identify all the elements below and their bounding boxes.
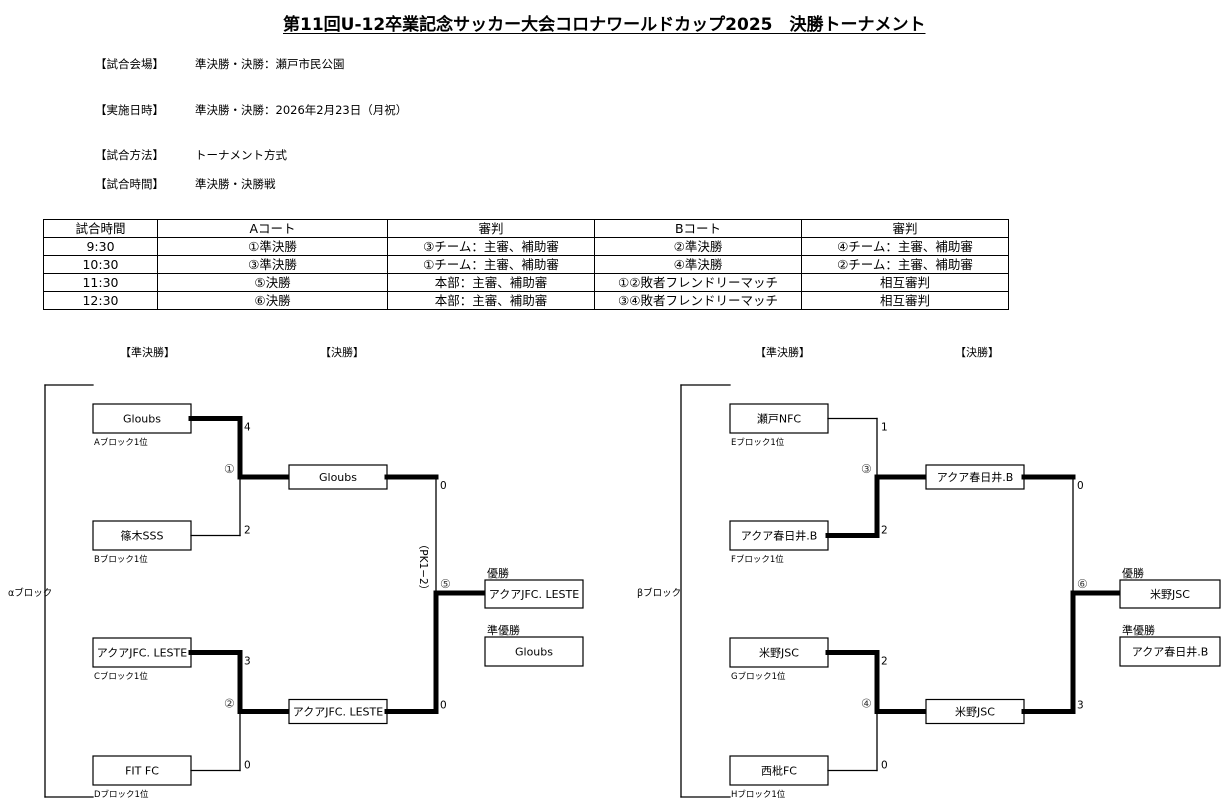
team-name-box xyxy=(92,637,192,668)
team-name: アクア春日井.B xyxy=(741,529,818,543)
cell-referee-a: 本部：主審、補助審 xyxy=(387,291,595,310)
team-seed: Hブロック1位 xyxy=(731,789,786,800)
cell-referee-b: 相互審判 xyxy=(801,291,1009,310)
info-label: 【試合会場】 xyxy=(95,57,164,71)
cell-a-court: ①準決勝 xyxy=(157,237,388,256)
runner-up-name-box xyxy=(484,636,584,667)
runner-up-name: アクア春日井.B xyxy=(1132,645,1209,659)
match-number: ③ xyxy=(861,462,872,476)
finalist-name: アクアJFC. LESTE xyxy=(293,706,383,719)
semifinal-heading: 【準決勝】 xyxy=(120,345,175,359)
team-seed: Dブロック1位 xyxy=(94,789,149,800)
cell-time: 10:30 xyxy=(43,255,158,274)
finalist-score: 0 xyxy=(440,700,447,712)
info-date: 【実施日時】 準決勝・決勝：2026年2月23日（月祝） xyxy=(95,102,407,118)
match-number: ⑥ xyxy=(1077,577,1088,591)
team-name-box xyxy=(729,755,829,786)
finalist-name: アクア春日井.B xyxy=(937,470,1014,484)
info-label: 【試合時間】 xyxy=(95,177,164,191)
cell-a-court: ③準決勝 xyxy=(157,255,388,274)
runner-up-label: 準優勝 xyxy=(487,623,520,637)
block-label: αブロック xyxy=(8,587,52,599)
team-score: 2 xyxy=(244,525,251,537)
team-seed: Fブロック1位 xyxy=(731,554,784,565)
info-method: 【試合方法】 トーナメント方式 xyxy=(95,147,287,163)
finalist-score: 0 xyxy=(440,480,447,492)
cell-referee-b: ②チーム：主審、補助審 xyxy=(801,255,1009,274)
team-name: 瀬戸NFC xyxy=(757,412,802,426)
finalist-score: 0 xyxy=(1077,480,1084,492)
team-seed: Aブロック1位 xyxy=(94,437,148,448)
finalist-score: 3 xyxy=(1077,700,1084,712)
final-heading: 【決勝】 xyxy=(320,345,364,359)
champion-name: アクアJFC. LESTE xyxy=(489,588,579,601)
cell-a-court: ⑥決勝 xyxy=(157,291,388,310)
info-value: 準決勝・決勝：2026年2月23日（月祝） xyxy=(195,103,408,117)
finalist-name: Gloubs xyxy=(319,471,357,484)
runner-up-label: 準優勝 xyxy=(1122,623,1155,637)
info-value: 準決勝・決勝戦 xyxy=(195,177,276,191)
cell-b-court: ②準決勝 xyxy=(594,237,802,256)
cell-referee-a: ③チーム：主審、補助審 xyxy=(387,237,595,256)
team-score: 2 xyxy=(881,656,888,668)
info-venue: 【試合会場】 準決勝・決勝：瀬戸市民公園 xyxy=(95,56,345,72)
team-score: 4 xyxy=(244,422,251,434)
team-score: 0 xyxy=(881,760,888,772)
schedule-header-row: 試合時間 Aコート 審判 Bコート 審判 xyxy=(43,219,1009,238)
champion-label: 優勝 xyxy=(487,566,509,580)
info-value: トーナメント方式 xyxy=(195,148,287,162)
team-seed: Cブロック1位 xyxy=(94,671,148,682)
info-label: 【実施日時】 xyxy=(95,103,164,117)
team-name: 西枇FC xyxy=(761,764,797,778)
header-b-court: Bコート xyxy=(594,219,802,238)
team-name-box xyxy=(729,520,829,551)
info-label: 【試合方法】 xyxy=(95,148,164,162)
cell-referee-b: ④チーム：主審、補助審 xyxy=(801,237,1009,256)
page-title: 第11回U-12卒業記念サッカー大会コロナワールドカップ2025 決勝トーナメン… xyxy=(283,15,926,35)
match-number: ② xyxy=(224,697,235,711)
final-heading: 【決勝】 xyxy=(955,345,999,359)
team-score: 0 xyxy=(244,760,251,772)
champion-name-box xyxy=(1119,579,1221,609)
info-time: 【試合時間】 準決勝・決勝戦 xyxy=(95,176,276,192)
match-number: ④ xyxy=(861,697,872,711)
team-name: Gloubs xyxy=(123,413,161,426)
runner-up-name-box xyxy=(1119,636,1221,667)
team-name: 篠木SSS xyxy=(121,529,164,543)
cell-b-court: ③④敗者フレンドリーマッチ xyxy=(594,291,802,310)
team-name-box xyxy=(92,403,192,434)
team-name-box xyxy=(92,520,192,551)
team-name: アクアJFC. LESTE xyxy=(97,647,187,660)
cell-time: 12:30 xyxy=(43,291,158,310)
runner-up-name: Gloubs xyxy=(515,646,553,659)
team-seed: Bブロック1位 xyxy=(94,554,148,565)
match-number: ⑤ xyxy=(440,577,451,591)
team-seed: Eブロック1位 xyxy=(731,437,785,448)
champion-label: 優勝 xyxy=(1122,566,1144,580)
team-name: FIT FC xyxy=(125,765,159,778)
cell-referee-a: ①チーム：主審、補助審 xyxy=(387,255,595,274)
finalist-name-box xyxy=(288,464,388,490)
team-seed: Gブロック1位 xyxy=(731,671,786,682)
block-label: βブロック xyxy=(637,587,681,599)
team-score: 3 xyxy=(244,656,251,668)
pk-note: （PK1−2） xyxy=(417,539,429,595)
champion-name-box xyxy=(484,579,584,609)
champion-name: 米野JSC xyxy=(1150,588,1190,601)
team-name: 米野JSC xyxy=(759,647,799,660)
match-number: ① xyxy=(224,462,235,476)
finalist-name-box xyxy=(925,464,1025,490)
info-value: 準決勝・決勝：瀬戸市民公園 xyxy=(195,57,345,71)
finalist-name: 米野JSC xyxy=(955,706,995,719)
team-score: 1 xyxy=(881,422,888,434)
cell-b-court: ①②敗者フレンドリーマッチ xyxy=(594,273,802,292)
semifinal-heading: 【準決勝】 xyxy=(755,345,810,359)
team-score: 2 xyxy=(881,525,888,537)
